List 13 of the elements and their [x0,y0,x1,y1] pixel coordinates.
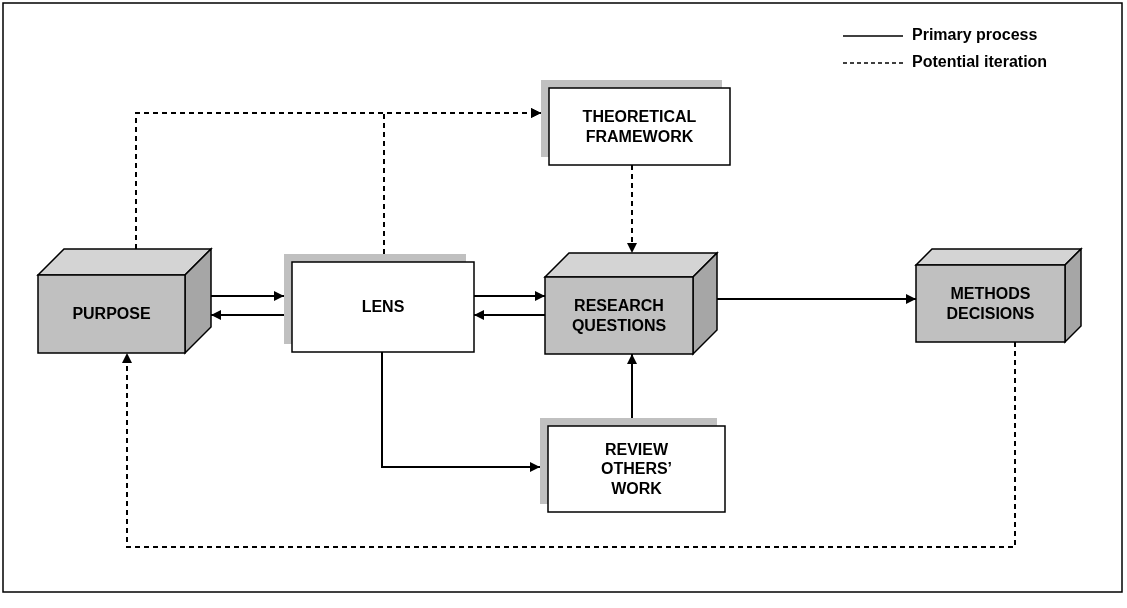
dashed-arrow [383,108,542,255]
dashed-arrow [627,164,637,254]
arrow [627,353,637,419]
dashed-arrow [122,341,1016,548]
box-label: PURPOSE [72,304,151,324]
box-label: THEORETICAL FRAMEWORK [581,107,698,146]
box-label: LENS [361,297,405,317]
box-label: REVIEW OTHERS’ WORK [599,440,674,498]
arrow [381,351,541,472]
legend-label: Potential iteration [912,53,1048,71]
box-label: METHODS DECISIONS [945,284,1036,323]
box-label: RESEARCH QUESTIONS [570,296,668,335]
legend-label: Primary process [912,26,1038,44]
